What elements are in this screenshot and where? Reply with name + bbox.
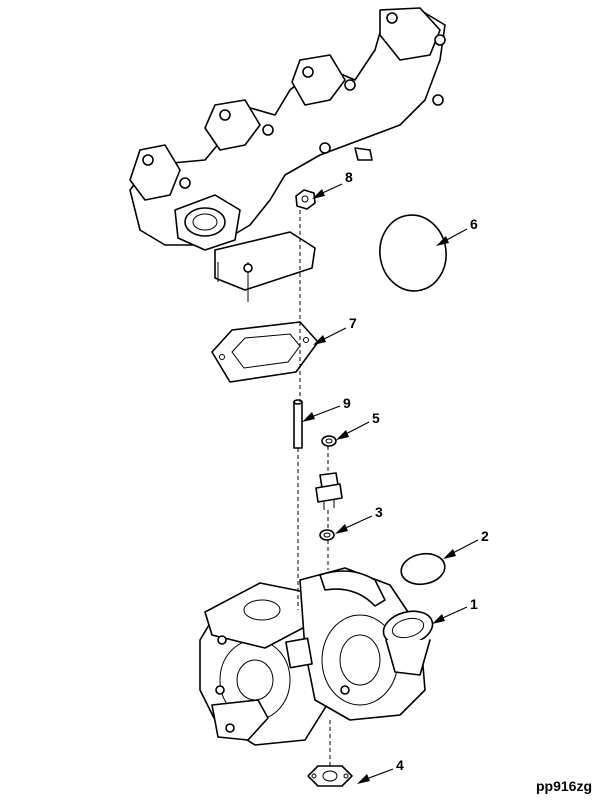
callout-1: 1 [432,596,478,624]
callout-label-5: 5 [372,410,380,426]
turbo-gasket [211,321,319,383]
oil-fitting [315,472,343,510]
callout-8: 8 [312,169,353,199]
callout-4: 4 [357,757,404,784]
turbocharger [199,567,434,746]
nut [295,189,316,210]
callout-3: 3 [335,504,383,534]
callout-label-3: 3 [375,504,383,520]
callout-label-4: 4 [396,757,404,773]
washer-upper [321,435,337,447]
callout-5: 5 [336,410,380,440]
callout-label-9: 9 [343,395,351,411]
callout-label-1: 1 [470,596,478,612]
callout-2: 2 [443,528,489,559]
callout-9: 9 [302,395,351,422]
callout-label-8: 8 [345,169,353,185]
o-ring-large [379,214,447,292]
callout-label-2: 2 [481,528,489,544]
reference-code: pp916zg [535,778,592,794]
callout-label-6: 6 [470,216,478,232]
washer-lower [319,529,335,541]
callout-6: 6 [436,216,478,246]
callout-7: 7 [313,315,357,345]
callout-label-7: 7 [349,315,357,331]
exhaust-manifold [129,7,446,302]
drain-gasket [307,765,353,787]
o-ring-small [400,552,446,586]
stud [293,399,303,449]
